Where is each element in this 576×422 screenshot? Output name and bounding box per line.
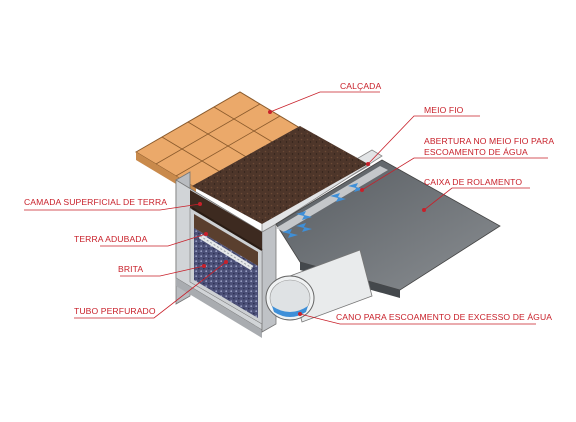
label-terra-adubada: TERRA ADUBADA	[74, 234, 148, 244]
leader-lines	[24, 91, 548, 325]
label-cano: CANO PARA ESCOAMENTO DE EXCESSO DE ÁGUA	[336, 312, 552, 322]
sidewalk-paving	[135, 91, 301, 196]
water-flow-arrows	[282, 183, 364, 238]
section-cut	[189, 207, 263, 325]
label-camada-superficial: CAMADA SUPERFICIAL DE TERRA	[24, 197, 167, 207]
overflow-pipe	[265, 249, 373, 323]
soil-layer	[190, 126, 368, 250]
label-tubo-perfurado: TUBO PERFURADO	[74, 306, 156, 316]
label-brita: BRITA	[118, 264, 143, 274]
label-abertura-line1: ABERTURA NO MEIO FIO PARA	[424, 136, 554, 146]
label-meio-fio: MEIO FIO	[424, 105, 464, 115]
label-abertura-line2: ESCOAMENTO DE ÁGUA	[424, 147, 528, 157]
label-calcada: CALÇADA	[340, 81, 381, 91]
label-caixa-rolamento: CAIXA DE ROLAMENTO	[424, 177, 522, 187]
